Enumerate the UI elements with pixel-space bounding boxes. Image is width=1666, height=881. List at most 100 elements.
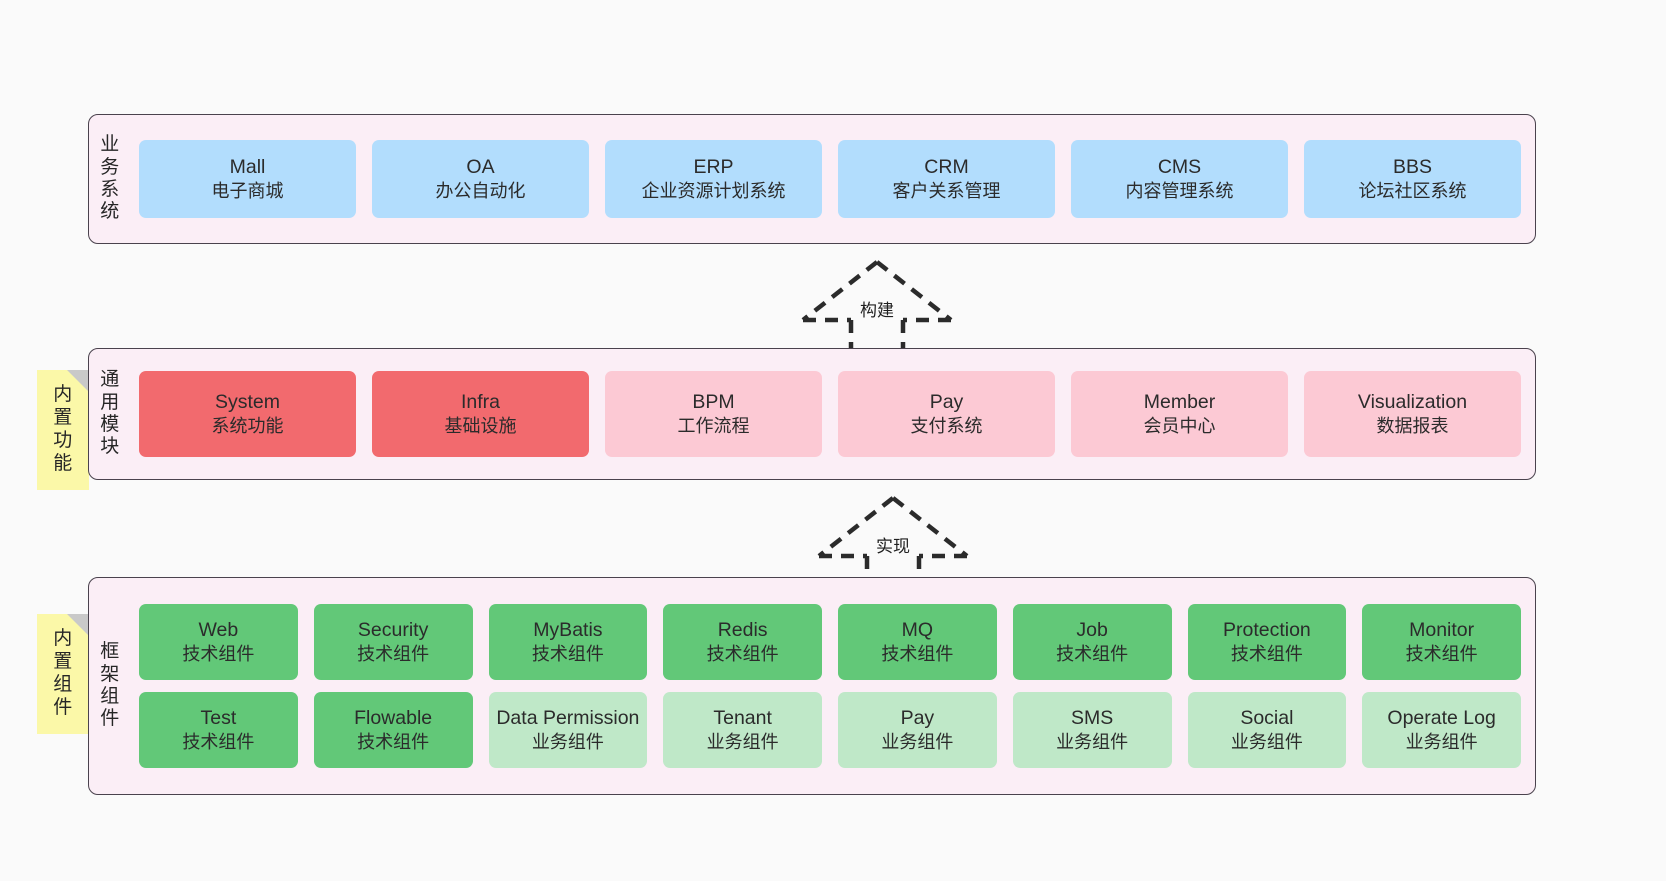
box-title-en: Test <box>200 707 237 729</box>
box-title-en: Pay <box>929 391 964 413</box>
note-components-c3: 件 <box>53 696 73 718</box>
box-title-en: Pay <box>900 707 935 729</box>
layer-components-title-c2: 组 <box>100 686 120 707</box>
box-title-en: Data Permission <box>496 707 640 729</box>
box-title-en: Job <box>1076 619 1108 641</box>
connector-build: 构建 <box>792 258 962 361</box>
box-title-cn: 会员中心 <box>1143 415 1216 436</box>
note-fold-corner-icon <box>67 370 89 392</box>
box-title-cn: 技术组件 <box>357 731 430 752</box>
box-title-en: Web <box>198 619 239 641</box>
box-title-cn: 办公自动化 <box>435 180 526 201</box>
box-title-en: Monitor <box>1409 619 1475 641</box>
layer-modules-title: 通 用 模 块 <box>89 349 131 479</box>
note-builtin-components: 内 置 组 件 <box>37 614 89 734</box>
box-title-cn: 客户关系管理 <box>892 180 1001 201</box>
box-title-en: Visualization <box>1357 391 1468 413</box>
box-title-en: CRM <box>924 156 969 178</box>
box-title-en: Flowable <box>354 707 433 729</box>
box-title-cn: 支付系统 <box>910 415 983 436</box>
note-modules-c3: 能 <box>53 452 73 474</box>
layer-modules-title-c3: 块 <box>100 436 120 458</box>
layer-business-title: 业 务 系 统 <box>89 115 131 243</box>
box-title-en: BBS <box>1392 156 1433 178</box>
layer-business-title-c2: 系 <box>100 179 120 200</box>
box-title-en: System <box>214 391 280 413</box>
box-title-en: Mall <box>229 156 266 178</box>
note-components-c1: 置 <box>53 651 73 673</box>
box-title-cn: 业务组件 <box>1230 731 1303 752</box>
box-title-cn: 技术组件 <box>182 731 255 752</box>
box-title-cn: 技术组件 <box>1230 643 1303 664</box>
box-title-cn: 技术组件 <box>706 643 779 664</box>
box-title-en: Operate Log <box>1387 707 1496 729</box>
layer-components-title-c0: 框 <box>100 641 120 663</box>
box-title-en: Member <box>1143 391 1216 413</box>
layer-business-title-c0: 业 <box>100 134 120 156</box>
note-components-c2: 组 <box>53 674 73 695</box>
box-title-cn: 企业资源计划系统 <box>641 180 786 201</box>
box-title-cn: 业务组件 <box>881 731 954 752</box>
layer-components-title: 框 架 组 件 <box>89 578 131 794</box>
box-title-en: MyBatis <box>533 619 603 641</box>
box-title-en: Protection <box>1222 619 1311 641</box>
box-title-cn: 技术组件 <box>182 643 255 664</box>
note-fold-corner-icon <box>67 614 89 636</box>
box-title-en: Redis <box>717 619 768 641</box>
box-title-en: Security <box>357 619 429 641</box>
box-title-cn: 技术组件 <box>881 643 954 664</box>
box-title-cn: 业务组件 <box>706 731 779 752</box>
box-title-cn: 系统功能 <box>211 415 284 436</box>
box-title-cn: 业务组件 <box>1405 731 1478 752</box>
layer-components-title-c3: 件 <box>100 708 120 730</box>
box-title-cn: 技术组件 <box>1405 643 1478 664</box>
note-modules-c1: 置 <box>53 407 73 429</box>
box-title-en: Social <box>1240 707 1294 729</box>
box-title-en: Tenant <box>713 707 772 729</box>
box-title-cn: 数据报表 <box>1376 415 1449 436</box>
box-title-cn: 技术组件 <box>357 643 430 664</box>
note-builtin-features: 内 置 功 能 <box>37 370 89 490</box>
connector-build-label: 构建 <box>860 301 894 320</box>
box-title-en: ERP <box>693 156 734 178</box>
box-title-cn: 业务组件 <box>1056 731 1129 752</box>
layer-business-title-c1: 务 <box>100 156 120 178</box>
box-title-cn: 电子商城 <box>211 180 284 201</box>
layer-modules-title-c1: 用 <box>100 391 120 413</box>
layer-modules-title-c2: 模 <box>100 414 120 435</box>
box-title-en: Infra <box>460 391 501 413</box>
